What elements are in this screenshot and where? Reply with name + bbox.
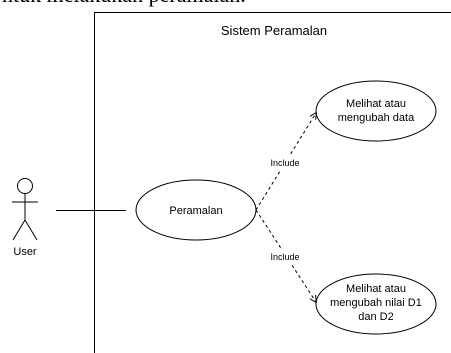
include-label-bottom: Include xyxy=(270,252,299,262)
use-case-lihat-ubah-nilai-label-line2: mengubah nilai D1 xyxy=(330,297,422,309)
use-case-lihat-ubah-nilai-label-line3: dan D2 xyxy=(358,311,393,323)
use-case-lihat-ubah-nilai-ellipse xyxy=(315,273,437,335)
use-case-lihat-ubah-data-ellipse xyxy=(315,80,437,142)
use-case-lihat-ubah-data[interactable]: Melihat atau mengubah data xyxy=(315,80,437,142)
actor-label: User xyxy=(13,246,37,258)
system-title: Sistem Peramalan xyxy=(221,23,327,38)
actor-user[interactable] xyxy=(12,178,38,241)
use-case-lihat-ubah-data-label-line1: Melihat atau xyxy=(346,98,406,110)
page-heading-fragment: ntuk melakukan peramalan. xyxy=(2,0,246,8)
actor-head xyxy=(17,178,33,194)
actor-left-leg xyxy=(12,219,26,241)
include-label-bottom-bg xyxy=(265,248,305,264)
use-case-lihat-ubah-nilai-label-line1: Melihat atau xyxy=(346,283,406,295)
use-case-lihat-ubah-data-label-line2: mengubah data xyxy=(338,112,415,124)
use-case-peramalan[interactable]: Peramalan xyxy=(135,179,257,241)
use-case-lihat-ubah-nilai[interactable]: Melihat atau mengubah nilai D1 dan D2 xyxy=(315,273,437,335)
include-arrow-top xyxy=(255,113,316,211)
include-label-top: Include xyxy=(270,158,299,168)
actor-right-leg xyxy=(24,219,38,241)
system-boundary xyxy=(94,12,451,353)
use-case-peramalan-label: Peramalan xyxy=(169,205,222,217)
include-label-top-bg xyxy=(265,154,305,170)
